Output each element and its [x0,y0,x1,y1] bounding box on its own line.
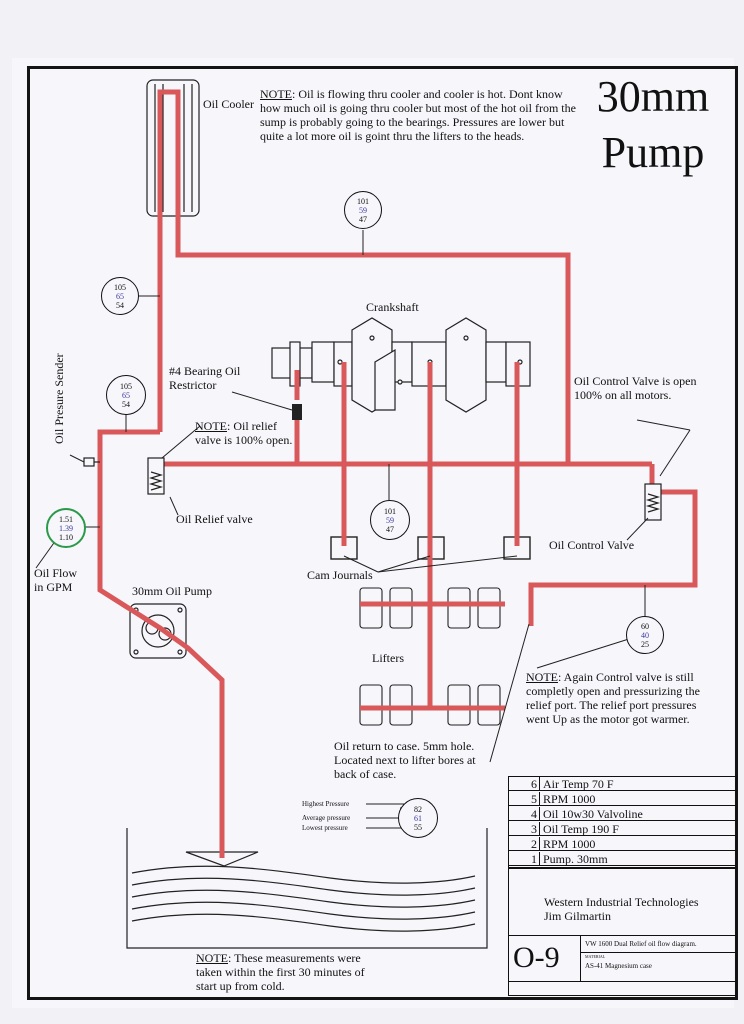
lifters [359,587,501,726]
cam-journals-label: Cam Journals [307,568,373,582]
crankshaft-drawing [271,317,531,413]
gauge-high: 60 [641,621,649,631]
title-block: Western Industrial Technologies Jim Gilm… [508,868,737,996]
gauge-avg: 59 [386,515,394,525]
table-num: 6 [531,777,537,791]
material-rule [581,952,736,953]
relief-note: NOTE: Oil relief valve is 100% open. [195,419,295,447]
gauge-high: 101 [384,506,396,516]
oil-pump-label: 30mm Oil Pump [132,584,213,598]
table-label: Oil 10w30 Valvoline [539,807,643,821]
crankshaft-label: Crankshaft [366,300,419,314]
drawing-frame [27,66,738,1000]
gauge-avg: 65 [122,390,130,400]
note-text: : Again Control valve is still completly… [526,670,700,726]
gauge-avg: 1.39 [59,523,73,533]
control-valve-open-label: Oil Control Valve is open 100% on all mo… [574,374,697,402]
control-note: NOTE: Again Control valve is still compl… [526,670,716,726]
note-label: NOTE [526,670,558,684]
table-label: RPM 1000 [539,837,595,851]
desc-cell: VW 1600 Dual Relief oil flow diagram. MA… [581,935,736,981]
gauge-low: 54 [122,399,130,409]
note-text: : These measurements were taken within t… [196,951,365,993]
gauge-low: 55 [414,822,422,832]
material: AS-41 Magnesium case [585,962,652,970]
title-line1: 30mm [596,72,710,121]
gauge-avg: 65 [116,291,124,301]
oil-cooler-label: Oil Cooler [203,97,254,111]
bearing-restrictor [292,404,302,420]
gauge-low: 47 [386,524,394,534]
bearing-restrictor-label: #4 Bearing Oil Restrictor [169,364,241,392]
bottom-note: NOTE: These measurements were taken with… [196,951,384,993]
table-num: 4 [531,807,537,821]
table-label: RPM 1000 [539,792,595,806]
material-caption: MATERIAL [585,954,606,959]
oil-control-valve-label: Oil Control Valve [549,538,635,552]
gauge-high: 105 [120,381,132,391]
drawing-number-cell: O-9 [509,935,581,981]
table-num: 2 [531,837,537,851]
gauge-high: 82 [414,804,422,814]
oil-pressure-sender-label: Oil Presure Sender [52,353,66,444]
table-num: 1 [531,852,537,866]
author-name: Jim Gilmartin [544,909,611,923]
note-label: NOTE [195,419,227,433]
note-text: : Oil is flowing thru cooler and cooler … [260,87,576,143]
legend-average: Average pressure [302,814,351,822]
gauge-high: 105 [114,282,126,292]
title-block-footer [509,981,736,996]
gauge-avg: 59 [359,205,367,215]
oil-pump [129,603,187,659]
gauge-low: 54 [116,300,124,310]
gauge-high: 1.51 [59,514,73,524]
drawing-description: VW 1600 Dual Relief oil flow diagram. [585,940,697,948]
leader-lines [35,230,691,829]
note-label: NOTE [196,951,228,965]
lifters-label: Lifters [372,651,404,665]
gauge-low: 25 [641,639,649,649]
oil-flow-label: Oil Flow in GPM [34,566,78,594]
control-valve [644,483,662,521]
oil-sump [126,828,488,949]
gauge-avg: 40 [641,630,649,640]
company-name: Western Industrial Technologies [544,895,699,909]
oil-relief-valve-label: Oil Relief valve [176,512,253,526]
oil-cooler [146,79,200,217]
note-text: : Oil relief valve is 100% open. [195,419,293,447]
gauge-avg: 61 [414,813,422,823]
legend-highest: Highest Pressure [302,800,350,808]
gauge-high: 101 [357,196,369,206]
legend-lowest: Lowest pressure [302,824,348,832]
cooler-note: NOTE: Oil is flowing thru cooler and coo… [260,87,582,143]
table-label: Oil Temp 190 F [539,822,619,836]
gauge-low: 47 [359,214,367,224]
relief-valve [147,457,165,495]
drawing-number: O-9 [513,941,560,974]
gauge-low: 1.10 [59,532,73,542]
table-num: 5 [531,792,537,806]
table-label: Pump. 30mm [539,852,608,866]
note-label: NOTE [260,87,292,101]
oil-return-note: Oil return to case. 5mm hole. Located ne… [334,739,476,781]
table-label: Air Temp 70 F [539,777,614,791]
table-num: 3 [531,822,537,836]
title-line2: Pump [601,128,705,177]
oil-pickup [185,851,259,867]
